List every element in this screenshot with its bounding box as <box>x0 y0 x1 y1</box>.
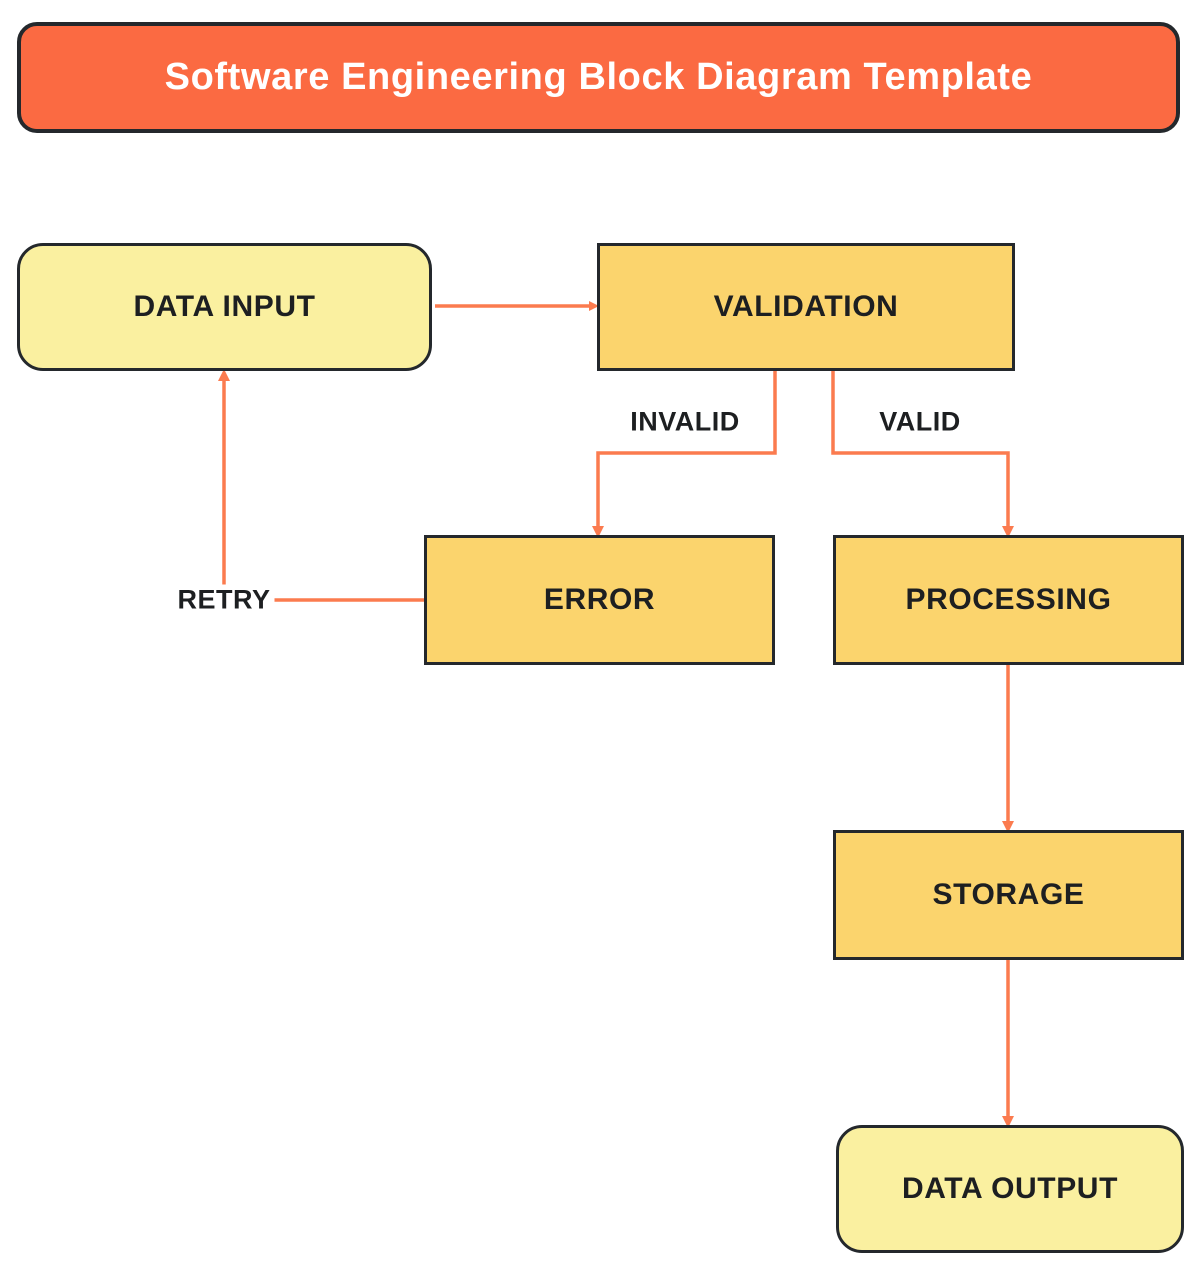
node-processing[interactable]: PROCESSING <box>833 535 1184 665</box>
node-error-label: ERROR <box>543 583 656 616</box>
node-storage-label: STORAGE <box>932 878 1085 911</box>
node-data-output[interactable]: DATA OUTPUT <box>836 1125 1184 1253</box>
node-storage[interactable]: STORAGE <box>833 830 1184 960</box>
node-data-input-label: DATA INPUT <box>133 290 316 323</box>
node-banner-label: Software Engineering Block Diagram Templ… <box>164 56 1033 98</box>
node-data-input[interactable]: DATA INPUT <box>17 243 432 371</box>
edge-error-retry-to-input <box>218 369 424 602</box>
node-error[interactable]: ERROR <box>424 535 775 665</box>
edge-label-invalid-label: INVALID <box>626 406 744 438</box>
edge-validation-valid-to-processing <box>831 371 1014 538</box>
node-data-output-label: DATA OUTPUT <box>901 1172 1118 1205</box>
node-banner[interactable]: Software Engineering Block Diagram Templ… <box>17 22 1180 133</box>
edge-label-retry-label: RETRY <box>173 584 275 616</box>
edge-validation-invalid-to-error <box>592 371 777 538</box>
node-validation-label: VALIDATION <box>713 290 899 323</box>
node-validation[interactable]: VALIDATION <box>597 243 1015 371</box>
edge-label-valid-label: VALID <box>875 406 965 438</box>
node-processing-label: PROCESSING <box>905 583 1112 616</box>
